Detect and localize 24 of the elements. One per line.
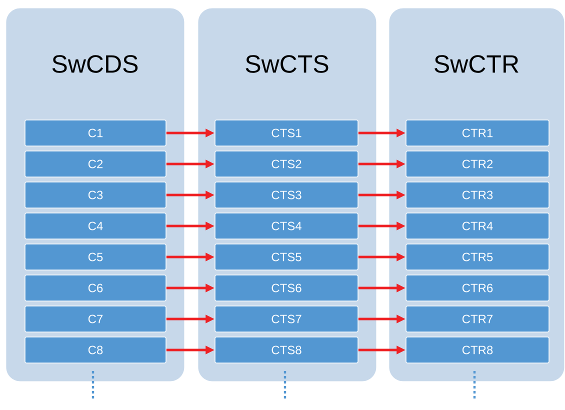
item-box: C2: [24, 150, 166, 178]
item-box: CTS2: [214, 150, 358, 178]
item-box: CTR4: [406, 212, 550, 240]
item-box: CTR6: [406, 274, 550, 302]
item-box: C5: [24, 244, 166, 270]
item-box: CTS5: [214, 244, 358, 270]
item-box: CTR8: [406, 336, 550, 364]
item-box: C8: [24, 336, 166, 364]
item-box: CTS1: [214, 120, 358, 146]
item-box: C4: [24, 212, 166, 240]
item-box: C3: [24, 182, 166, 208]
item-box: CTR5: [406, 244, 550, 270]
item-box: C7: [24, 306, 166, 332]
item-box: CTR3: [406, 182, 550, 208]
item-box: CTS3: [214, 182, 358, 208]
item-box: CTR1: [406, 120, 550, 146]
item-box: C1: [24, 120, 166, 146]
item-box: CTS8: [214, 336, 358, 364]
item-box: C6: [24, 274, 166, 302]
item-box: CTS6: [214, 274, 358, 302]
item-box: CTS7: [214, 306, 358, 332]
item-box: CTR2: [406, 150, 550, 178]
item-box: CTS4: [214, 212, 358, 240]
item-box: CTR7: [406, 306, 550, 332]
